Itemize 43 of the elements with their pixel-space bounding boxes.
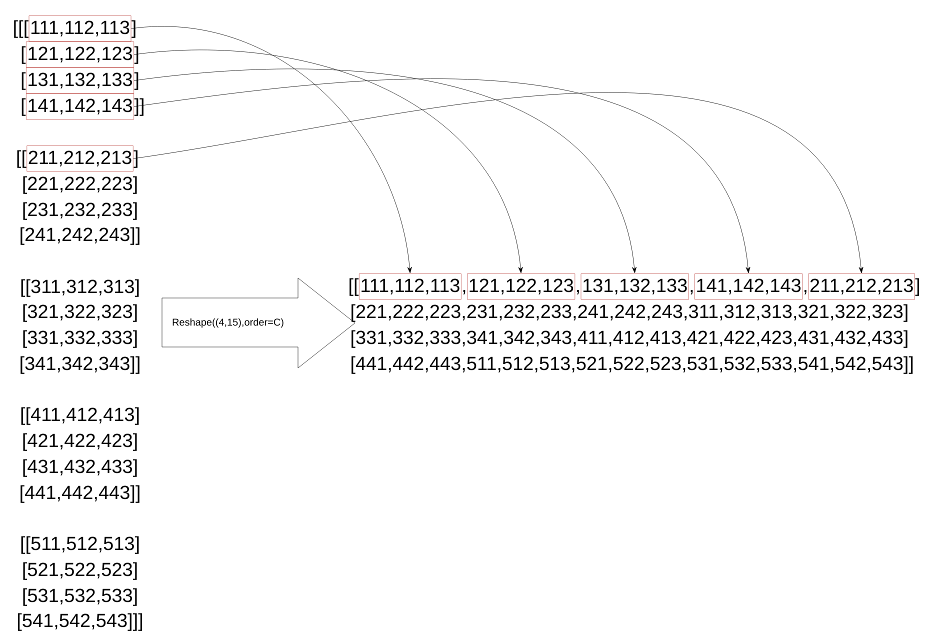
bracket-text: , — [690, 290, 693, 294]
bracket-text: , — [804, 290, 806, 294]
bracket-text: [ — [22, 72, 26, 90]
highlight-box: 111,112,113 — [358, 274, 462, 300]
highlight-box: 141,142,143 — [694, 274, 803, 300]
array-row: [331,332,333] — [23, 330, 137, 348]
array-row: [541,542,543]]] — [18, 613, 142, 631]
arrow — [134, 68, 637, 274]
highlight-box: 141,142,143 — [26, 94, 134, 120]
highlight-box: 211,212,213 — [808, 274, 915, 300]
highlight-box: 131,132,133 — [26, 68, 134, 94]
array-row: [441,442,443]] — [20, 485, 140, 503]
bracket-text: [ — [22, 46, 26, 64]
array-row: [241,242,243]] — [20, 227, 140, 245]
array-row: [[411,412,413] — [21, 407, 139, 425]
arrow — [133, 92, 864, 274]
bracket-text: ] — [134, 150, 138, 168]
array-row: [221,222,223] — [23, 176, 137, 194]
bracket-text: [ — [22, 98, 26, 116]
bracket-text: [[ — [17, 150, 26, 168]
array-row: [421,422,423] — [23, 433, 137, 451]
array-row: [531,532,533] — [23, 588, 137, 606]
array-row: [[311,312,313] — [21, 279, 139, 297]
bracket-text: , — [577, 290, 579, 294]
bracket-text: ] — [134, 72, 138, 90]
bracket-text: ]] — [134, 98, 144, 116]
arrow — [134, 50, 523, 274]
array-row: [[511,512,513] — [21, 536, 139, 554]
array-row: [521,522,523] — [23, 562, 137, 580]
array-row: [431,432,433] — [23, 459, 137, 477]
array-row: [341,342,343]] — [20, 356, 140, 374]
highlight-box: 211,212,213 — [26, 146, 134, 172]
arrow — [131, 26, 412, 274]
highlight-box: 131,132,133 — [580, 274, 689, 300]
bracket-text: , — [463, 290, 466, 294]
highlight-box: 121,122,123 — [26, 42, 134, 68]
highlight-box: 111,112,113 — [28, 16, 132, 42]
array-row: [231,232,233] — [23, 202, 137, 220]
highlight-box: 121,122,123 — [467, 274, 576, 300]
bracket-text: ] — [134, 46, 138, 64]
array-row: [321,322,323] — [23, 304, 137, 322]
arrow — [134, 78, 750, 274]
bracket-text: [[[ — [14, 20, 28, 38]
